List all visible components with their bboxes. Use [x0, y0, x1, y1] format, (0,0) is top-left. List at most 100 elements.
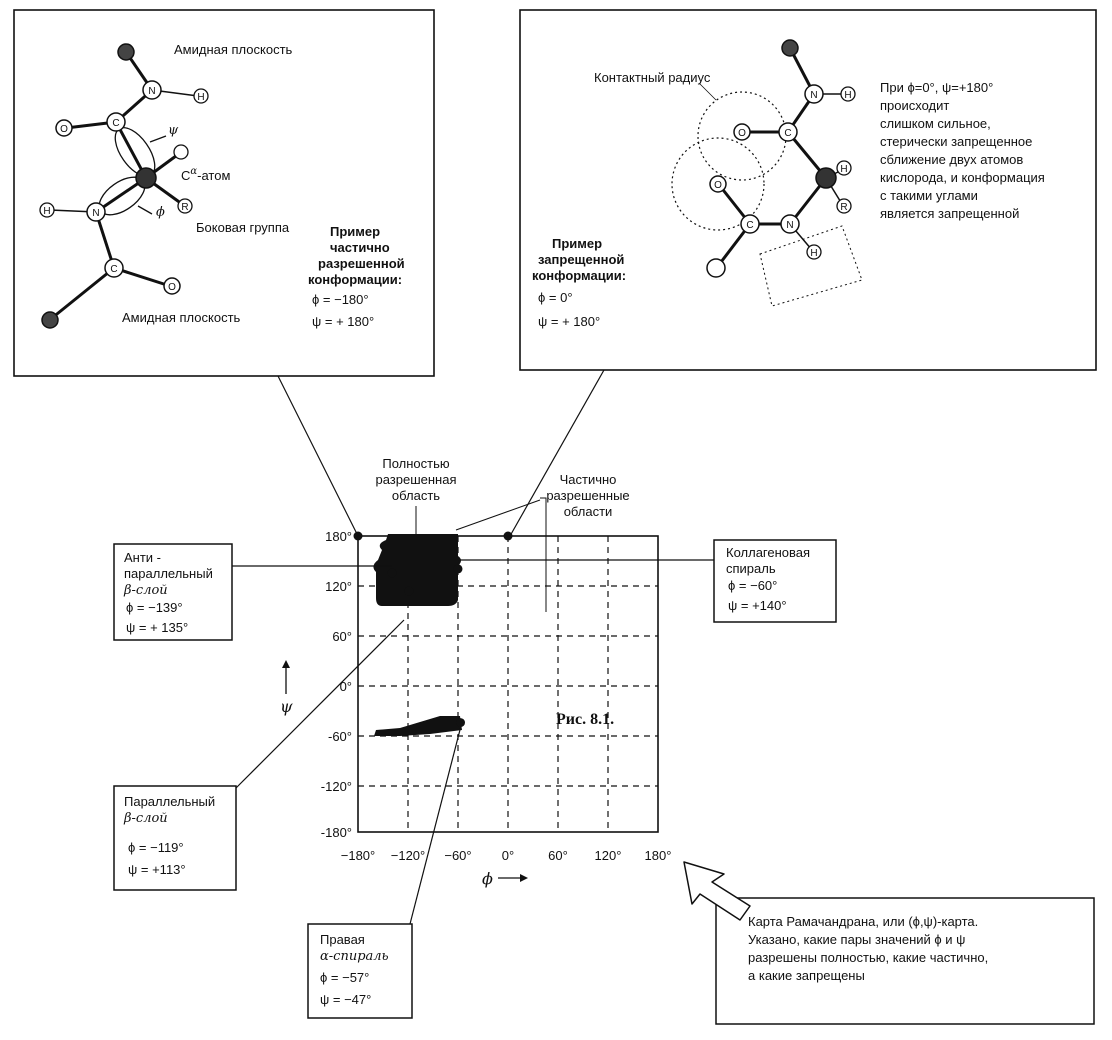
atom-c-upper: [778, 122, 798, 142]
atom-h-calpha: [836, 160, 852, 176]
caption-line: Карта Рамачандрана, или (ϕ,ψ)-карта.: [748, 914, 978, 929]
collagen-callout: Коллагеновая спираль ϕ = −60° ψ = +140°: [460, 539, 837, 623]
antiparallel-phi: ϕ = −139°: [126, 600, 183, 615]
amide-plane-bottom-label: Амидная плоскость: [122, 310, 241, 325]
contact-radius-label: Контактный радиус: [594, 70, 711, 85]
collagen-phi: ϕ = −60°: [728, 578, 777, 593]
left-molecule-bonds: [49, 51, 199, 320]
fully-allowed-label-line: область: [392, 488, 440, 503]
dashed-plane-box: [759, 225, 863, 307]
atom-n-bottom: [86, 202, 106, 222]
parallel-line: Параллельный: [124, 794, 215, 809]
right-helix-psi: ψ = −47°: [320, 992, 371, 1007]
forbidden-example-psi-value: ψ = + 180°: [538, 314, 600, 329]
point-forbidden-example: [503, 531, 513, 541]
fully-allowed-label-line: Полностью: [382, 456, 450, 471]
atom-label: C: [112, 118, 119, 129]
panel-leaders: [277, 369, 605, 537]
parallel-phi: ϕ = −119°: [128, 840, 184, 855]
example-title-line: конформации:: [308, 272, 402, 287]
right-helix-callout: Правая α-спираль ϕ = −57° ψ = −47°: [307, 721, 463, 1019]
atom-h-lower: [806, 244, 822, 260]
x-tick-label: 0°: [502, 848, 514, 863]
description-line: кислорода, и конформация: [880, 170, 1045, 185]
atom-h-top: [193, 88, 209, 104]
antiparallel-line: β-слой: [123, 583, 168, 598]
antiparallel-psi: ψ = + 135°: [126, 620, 188, 635]
forbidden-example-phi-value: ϕ = 0°: [538, 290, 573, 305]
atom-o-lower: [709, 175, 727, 193]
x-tick-label: 120°: [595, 848, 622, 863]
partially-allowed-leaders: [455, 497, 547, 612]
description-line: слишком сильное,: [880, 116, 991, 131]
parallel-line: β-слой: [123, 811, 168, 826]
example-title-line: частично: [330, 240, 390, 255]
amide-plane-top-label: Амидная плоскость: [174, 42, 293, 57]
atom-label: H: [43, 206, 50, 217]
forbidden-description: При ϕ=0°, ψ=+180° происходит слишком сил…: [880, 80, 1045, 221]
atom-label: C: [784, 128, 791, 139]
description-line: При ϕ=0°, ψ=+180°: [880, 80, 993, 95]
collagen-line: Коллагеновая: [726, 545, 810, 560]
partially-allowed-label-line: разрешенные: [546, 488, 629, 503]
forbidden-example-title-line: Пример: [552, 236, 602, 251]
atom-label: C: [110, 264, 117, 275]
atom-label: C: [746, 220, 753, 231]
atom-label: N: [810, 90, 817, 101]
point-collagen-helix: [453, 564, 463, 574]
right-molecule-atoms: N H C O H R N H C O: [706, 39, 856, 278]
left-panel: N H C O R N H C O ψ ϕ Амидная плоскость …: [13, 9, 435, 377]
description-line: является запрещенной: [880, 206, 1019, 221]
y-tick-label: 0°: [340, 679, 352, 694]
x-tick-label: −180°: [341, 848, 375, 863]
partially-allowed-label-line: области: [564, 504, 613, 519]
caption-line: разрешены полностью, какие частично,: [748, 950, 988, 965]
y-tick-label: 120°: [325, 579, 352, 594]
example-title-line: Пример: [330, 224, 380, 239]
y-tick-label: -60°: [328, 729, 352, 744]
points-layer: [353, 531, 513, 728]
point-right-alpha-helix: [456, 718, 465, 728]
atom-h-calpha: [173, 144, 189, 160]
atom-label: O: [714, 180, 722, 191]
contact-radius-leader: [699, 83, 717, 101]
atom-n-top: [804, 84, 824, 104]
collagen-line: спираль: [726, 561, 776, 576]
atom-c-bottom: [104, 258, 124, 278]
atom-o-top: [55, 119, 73, 137]
x-tick-label: 180°: [645, 848, 672, 863]
point-parallel-beta: [404, 586, 414, 596]
y-axis-label: ψ: [280, 697, 293, 716]
antiparallel-callout: Анти - параллельный β-слой ϕ = −139° ψ =…: [113, 543, 392, 641]
point-antiparallel-beta: [387, 568, 397, 578]
example-psi-value: ψ = + 180°: [312, 314, 374, 329]
right-panel: N H C O H R N H C O Контактный радиус Пр…: [519, 9, 1097, 371]
atom-n-lower: [780, 214, 800, 234]
example-phi-value: ϕ = −180°: [312, 292, 369, 307]
calpha-atom: [135, 167, 157, 189]
calpha-atom-label: Cα-атом: [181, 166, 230, 183]
atom-o-bottom: [163, 277, 181, 295]
atom-r: [836, 198, 852, 214]
atom-h-bottom: [39, 202, 55, 218]
x-axis-label: ϕ: [482, 869, 493, 888]
description-line: с такими углами: [880, 188, 978, 203]
description-line: сближение двух атомов: [880, 152, 1023, 167]
y-tick-label: 180°: [325, 529, 352, 544]
grey-atom-top: [781, 39, 799, 57]
x-axis-arrow-icon: [498, 874, 528, 882]
x-tick-label: 60°: [548, 848, 568, 863]
atom-c-lower: [740, 214, 760, 234]
atom-label: H: [840, 164, 847, 175]
fully-allowed-label-line: разрешенная: [375, 472, 456, 487]
forbidden-example-title-line: запрещенной: [538, 252, 624, 267]
right-helix-phi: ϕ = −57°: [320, 970, 369, 985]
fully-allowed-region-beta: [373, 534, 461, 606]
atom-n-top: [142, 80, 162, 100]
psi-rotation-symbol: ψ: [168, 123, 179, 138]
antiparallel-line: Анти -: [124, 550, 161, 565]
ramachandran-plot: 180° 120° 60° 0° -60° -120° -180° −180° …: [280, 456, 671, 888]
atom-label: H: [810, 248, 817, 259]
y-tick-label: -120°: [321, 779, 352, 794]
atom-label: N: [92, 208, 99, 219]
